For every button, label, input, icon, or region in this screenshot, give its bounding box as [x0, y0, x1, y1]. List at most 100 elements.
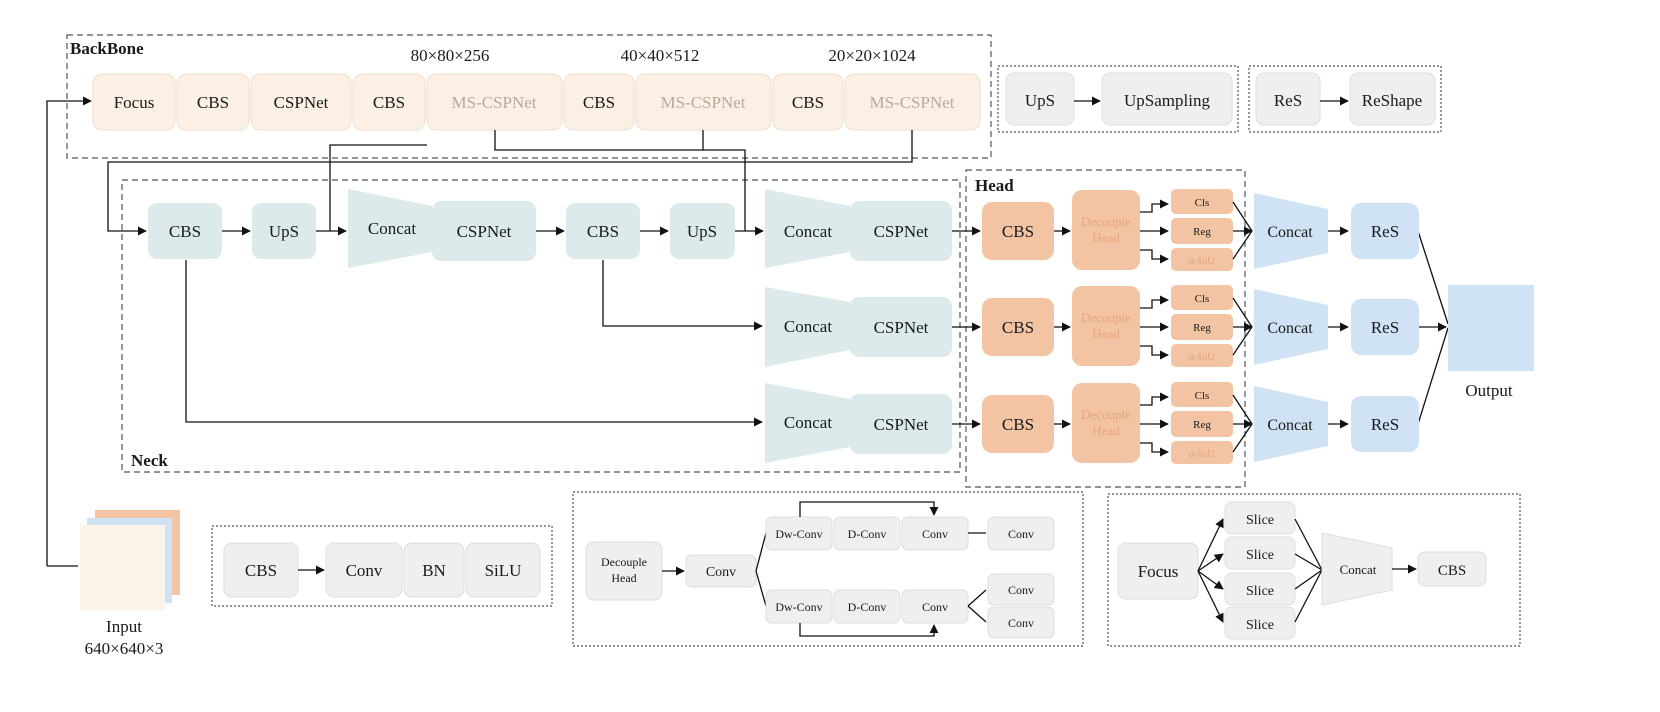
svg-text:Head: Head: [1092, 326, 1120, 341]
svg-text:CSPNet: CSPNet: [274, 93, 329, 112]
svg-text:Concat: Concat: [1267, 224, 1313, 241]
svg-text:D-Conv: D-Conv: [848, 527, 887, 541]
svg-text:Conv: Conv: [1008, 616, 1034, 630]
neck-top-row: CBS UpS Concat CSPNet CBS UpS Concat CS: [148, 189, 952, 268]
connectors: [46, 96, 1449, 567]
svg-text:UpS: UpS: [269, 222, 299, 241]
svg-text:Slice: Slice: [1246, 548, 1274, 563]
backbone-cbs-block-3: CBS: [563, 73, 635, 131]
svg-text:Concat: Concat: [784, 413, 832, 432]
svg-text:Concat: Concat: [1340, 562, 1377, 577]
backbone-ms-cspnet-block-3: MS-CSPNet: [844, 73, 981, 131]
svg-text:Reg: Reg: [1193, 419, 1211, 431]
svg-text:CSPNet: CSPNet: [874, 222, 929, 241]
svg-text:MS-CSPNet: MS-CSPNet: [869, 93, 954, 112]
output-block: Output: [1448, 285, 1534, 400]
head-row-3: CBS Decouple Head Cls Reg α-IoU Concat R…: [982, 382, 1419, 464]
backbone-cbs-block-4: CBS: [772, 73, 844, 131]
head-title: Head: [975, 176, 1014, 195]
svg-text:CBS: CBS: [1002, 318, 1034, 337]
neck-cspnet-block-4: CSPNet: [850, 394, 952, 454]
svg-text:Decouple: Decouple: [1081, 214, 1131, 229]
svg-text:MS-CSPNet: MS-CSPNet: [451, 93, 536, 112]
svg-text:CBS: CBS: [1002, 415, 1034, 434]
backbone-dim-1: 80×80×256: [411, 46, 490, 65]
head-row-2: CBS Decouple Head Cls Reg α-IoU Concat R…: [982, 285, 1419, 367]
svg-text:Focus: Focus: [114, 93, 155, 112]
legend-res-abbr: ReS: [1274, 91, 1302, 110]
svg-text:CBS: CBS: [245, 561, 277, 580]
svg-text:Conv: Conv: [706, 565, 736, 580]
output-label: Output: [1465, 381, 1513, 400]
svg-text:Concat: Concat: [1267, 320, 1313, 337]
svg-text:Concat: Concat: [1267, 417, 1313, 434]
upsampling-legend: UpS UpSampling: [997, 65, 1239, 133]
legend-ups-abbr: UpS: [1025, 91, 1055, 110]
svg-text:Decouple: Decouple: [1081, 310, 1131, 325]
svg-text:Concat: Concat: [784, 317, 832, 336]
svg-text:Head: Head: [611, 571, 636, 585]
svg-text:Slice: Slice: [1246, 584, 1274, 599]
legend-ups-full: UpSampling: [1124, 91, 1210, 110]
svg-text:Conv: Conv: [922, 600, 948, 614]
svg-text:Cls: Cls: [1195, 390, 1210, 402]
svg-text:Dw-Conv: Dw-Conv: [775, 527, 822, 541]
backbone-focus-block: Focus: [92, 73, 176, 131]
svg-text:Cls: Cls: [1195, 293, 1210, 305]
neck-ups-block-1: UpS: [252, 203, 316, 259]
cbs-legend: CBS Conv BN SiLU: [211, 525, 553, 607]
neck-cspnet-block-1: CSPNet: [432, 201, 536, 261]
svg-text:CBS: CBS: [197, 93, 229, 112]
svg-text:Slice: Slice: [1246, 618, 1274, 633]
neck-ups-block-2: UpS: [670, 203, 735, 259]
svg-text:Focus: Focus: [1138, 562, 1179, 581]
svg-text:Decouple: Decouple: [601, 555, 647, 569]
neck-mid-row: Concat CSPNet: [765, 287, 952, 367]
svg-text:SiLU: SiLU: [485, 561, 522, 580]
backbone-cbs-block-1: CBS: [176, 73, 250, 131]
input-dims: 640×640×3: [85, 639, 164, 658]
focus-legend: Focus Slice Slice Slice Slice Concat CBS: [1107, 493, 1521, 647]
svg-text:UpS: UpS: [687, 222, 717, 241]
input-label: Input: [106, 617, 142, 636]
neck-cspnet-block-3: CSPNet: [850, 297, 952, 357]
svg-text:Reg: Reg: [1193, 322, 1211, 334]
neck-concat-block-3: Concat: [765, 287, 850, 367]
svg-text:CBS: CBS: [587, 222, 619, 241]
svg-text:Conv: Conv: [1008, 527, 1034, 541]
neck-cspnet-block-2: CSPNet: [850, 201, 952, 261]
svg-text:α-IoU: α-IoU: [1189, 448, 1216, 460]
backbone-title: BackBone: [70, 39, 144, 58]
neck-cbs-block-2: CBS: [566, 203, 640, 259]
svg-text:CBS: CBS: [373, 93, 405, 112]
svg-text:CSPNet: CSPNet: [874, 318, 929, 337]
svg-text:Conv: Conv: [922, 527, 948, 541]
backbone-dim-2: 40×40×512: [621, 46, 700, 65]
neck-concat-block-4: Concat: [765, 383, 850, 463]
svg-text:BN: BN: [422, 561, 446, 580]
backbone-dim-3: 20×20×1024: [828, 46, 916, 65]
legend-res-full: ReShape: [1362, 91, 1422, 110]
svg-text:CBS: CBS: [169, 222, 201, 241]
svg-text:ReS: ReS: [1371, 318, 1399, 337]
svg-text:Conv: Conv: [1008, 583, 1034, 597]
backbone-ms-cspnet-block-1: MS-CSPNet: [426, 73, 563, 131]
svg-text:ReS: ReS: [1371, 222, 1399, 241]
svg-text:Concat: Concat: [368, 219, 416, 238]
svg-text:Decouple: Decouple: [1081, 407, 1131, 422]
svg-text:Dw-Conv: Dw-Conv: [775, 600, 822, 614]
neck-concat-block-1: Concat: [348, 189, 432, 268]
head-frame: [965, 169, 1246, 488]
decouple-head-legend: Decouple Head Conv Dw-Conv D-Conv Conv C…: [572, 491, 1084, 647]
svg-text:CSPNet: CSPNet: [457, 222, 512, 241]
reshape-legend: ReS ReShape: [1248, 65, 1442, 133]
svg-text:Head: Head: [1092, 230, 1120, 245]
backbone-frame: [66, 34, 992, 159]
neck-title: Neck: [131, 451, 168, 470]
neck-bottom-row: Concat CSPNet: [765, 383, 952, 463]
input-block: Input 640×640×3: [80, 510, 180, 658]
svg-text:Cls: Cls: [1195, 197, 1210, 209]
svg-text:MS-CSPNet: MS-CSPNet: [660, 93, 745, 112]
svg-text:α-IoU: α-IoU: [1189, 351, 1216, 363]
